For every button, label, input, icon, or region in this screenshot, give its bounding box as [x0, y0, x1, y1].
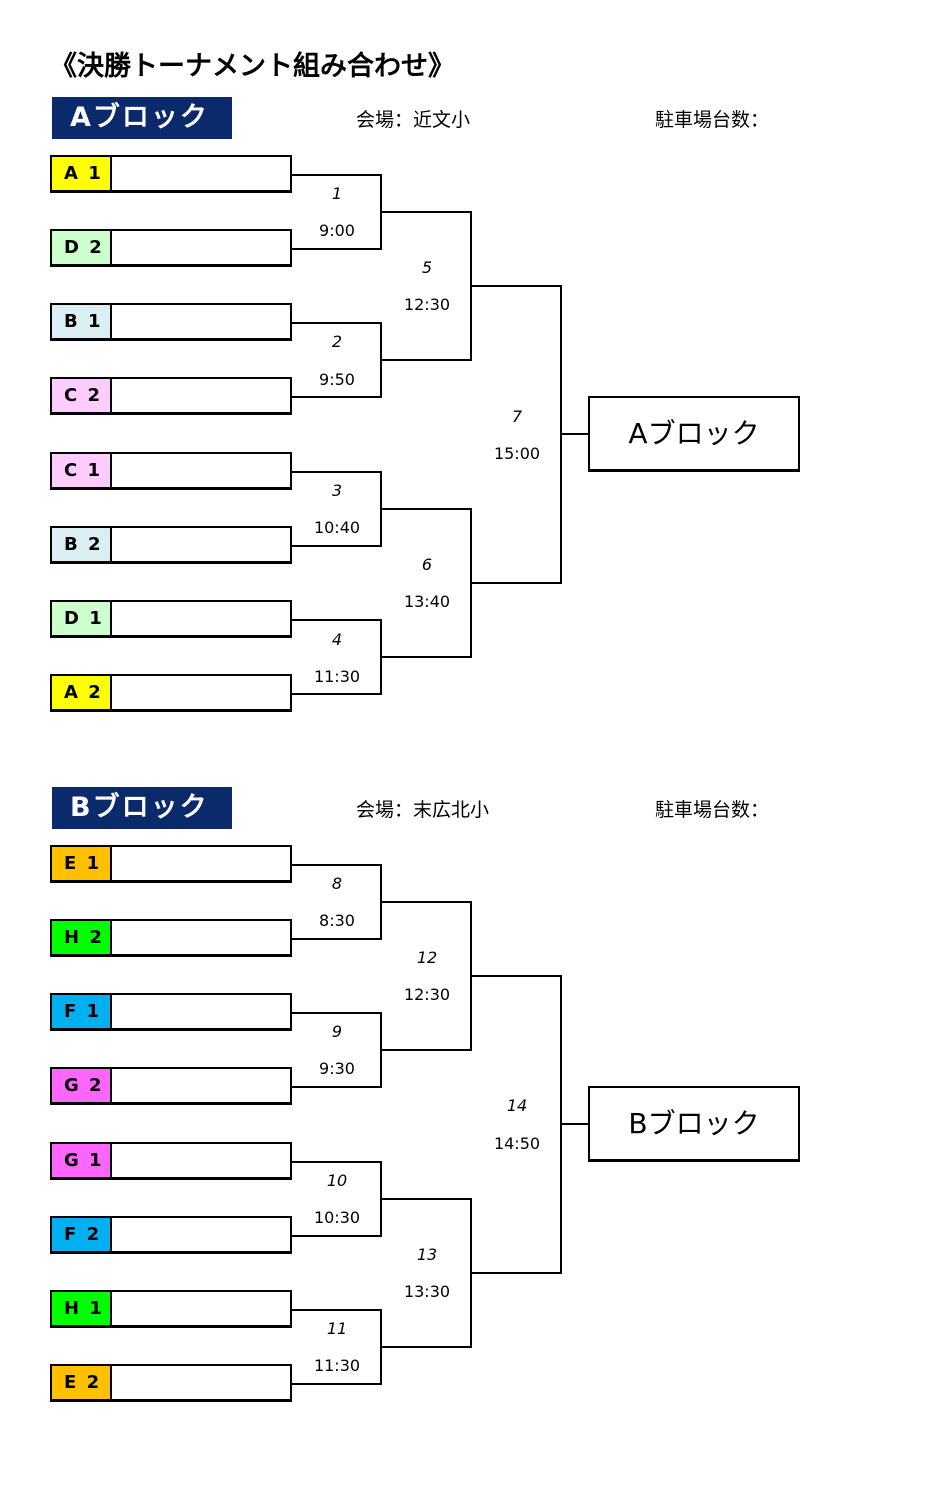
- match-number: 4: [331, 630, 343, 649]
- match-time: 11:30: [313, 1356, 361, 1375]
- match-time: 9:50: [319, 370, 355, 389]
- match-number: 5: [421, 258, 433, 277]
- match-time: 8:30: [319, 911, 355, 930]
- block-b-winner-box: Bブロック: [588, 1086, 800, 1162]
- team-label: B 2: [52, 528, 112, 561]
- match-time: 15:00: [493, 444, 541, 463]
- match-time: 12:30: [403, 985, 451, 1004]
- team-slot-g2: G 2: [50, 1067, 292, 1105]
- match-number: 8: [331, 874, 343, 893]
- match-time: 13:30: [403, 1282, 451, 1301]
- match-number: 13: [416, 1245, 438, 1264]
- team-label: D 1: [52, 602, 112, 635]
- team-slot-h2: H 2: [50, 919, 292, 957]
- team-slot-f1: F 1: [50, 993, 292, 1031]
- match-time: 13:40: [403, 592, 451, 611]
- team-slot-g1: G 1: [50, 1142, 292, 1180]
- block-a-winner-box: Aブロック: [588, 396, 800, 472]
- match-time: 14:50: [493, 1134, 541, 1153]
- match-number: 2: [331, 332, 343, 351]
- team-label: F 2: [52, 1218, 112, 1251]
- block-a-parking: 駐車場台数：: [655, 109, 770, 131]
- team-slot-a2: A 2: [50, 674, 292, 712]
- block-a-venue: 会場：近文小: [356, 109, 471, 131]
- team-slot-a1: A 1: [50, 155, 292, 193]
- team-slot-e1: E 1: [50, 845, 292, 883]
- team-slot-b2: B 2: [50, 526, 292, 564]
- match-time: 11:30: [313, 667, 361, 686]
- match-number: 14: [506, 1096, 528, 1115]
- match-time: 9:30: [319, 1059, 355, 1078]
- team-label: B 1: [52, 305, 112, 338]
- match-number: 6: [421, 555, 433, 574]
- team-label: D 2: [52, 231, 112, 264]
- team-label: G 1: [52, 1144, 112, 1177]
- team-slot-c2: C 2: [50, 377, 292, 415]
- team-label: G 2: [52, 1069, 112, 1102]
- match-time: 10:30: [313, 1208, 361, 1227]
- match-number: 12: [416, 948, 438, 967]
- team-slot-b1: B 1: [50, 303, 292, 341]
- match-time: 12:30: [403, 295, 451, 314]
- team-label: E 1: [52, 847, 112, 880]
- team-label: A 1: [52, 157, 112, 190]
- block-b-venue: 会場：末広北小: [356, 799, 490, 821]
- team-label: C 2: [52, 379, 112, 412]
- team-slot-h1: H 1: [50, 1290, 292, 1328]
- block-b-parking: 駐車場台数：: [655, 799, 770, 821]
- team-label: C 1: [52, 454, 112, 487]
- match-number: 10: [326, 1171, 348, 1190]
- block-a-banner: Aブロック: [52, 97, 232, 139]
- match-time: 9:00: [319, 221, 355, 240]
- team-slot-d1: D 1: [50, 600, 292, 638]
- team-slot-f2: F 2: [50, 1216, 292, 1254]
- team-slot-d2: D 2: [50, 229, 292, 267]
- match-number: 3: [331, 481, 343, 500]
- block-b-banner: Bブロック: [52, 787, 232, 829]
- team-label: A 2: [52, 676, 112, 709]
- page-title: 《決勝トーナメント組み合わせ》: [50, 51, 455, 82]
- team-label: E 2: [52, 1366, 112, 1399]
- team-label: H 2: [52, 921, 112, 954]
- match-time: 10:40: [313, 518, 361, 537]
- match-number: 9: [331, 1022, 343, 1041]
- team-label: F 1: [52, 995, 112, 1028]
- team-slot-e2: E 2: [50, 1364, 292, 1402]
- team-slot-c1: C 1: [50, 452, 292, 490]
- team-label: H 1: [52, 1292, 112, 1325]
- match-number: 1: [331, 184, 343, 203]
- match-number: 7: [511, 407, 523, 426]
- match-number: 11: [326, 1319, 348, 1338]
